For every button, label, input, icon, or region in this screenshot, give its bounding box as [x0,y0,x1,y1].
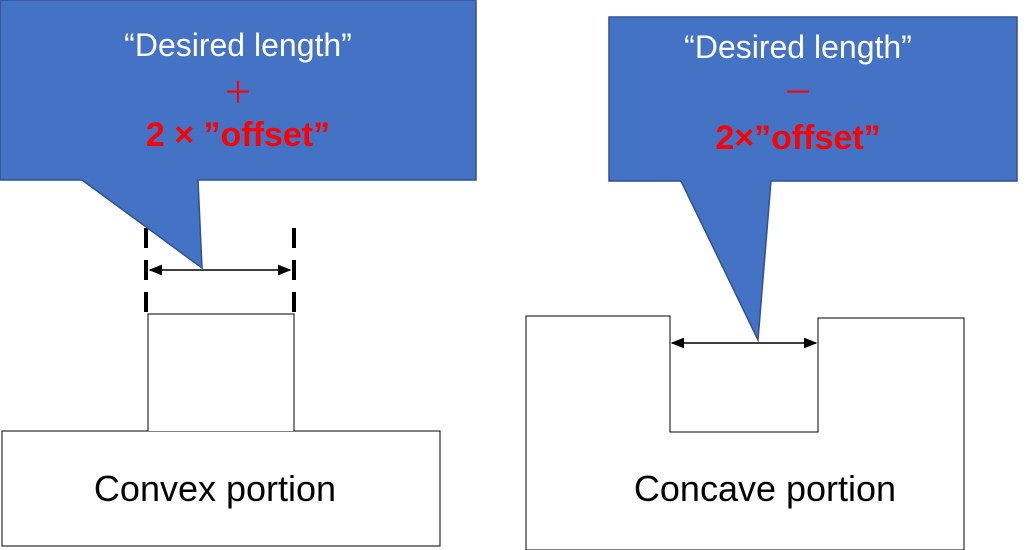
concave-callout-line3: 2×”offset” [715,119,880,157]
concave-caption: Concave portion [634,468,896,509]
concave-callout-line1: “Desired length” [684,29,912,65]
convex-callout-line3: 2 × ”offset” [146,116,330,154]
convex-base-box [1,430,441,547]
concave-panel: “Desired length” － 2×”offset” Concave po… [525,16,1018,550]
convex-callout-bubble [0,0,477,270]
convex-caption: Convex portion [94,468,336,509]
convex-protrusion [147,313,295,431]
concave-callout-bubble [608,16,1018,343]
convex-callout-operator: ＋ [223,77,253,110]
concave-callout-operator: － [783,77,813,110]
convex-callout-line1: “Desired length” [124,27,352,63]
convex-panel: “Desired length” ＋ 2 × ”offset” Convex p… [0,0,477,547]
concave-outline [525,315,965,550]
